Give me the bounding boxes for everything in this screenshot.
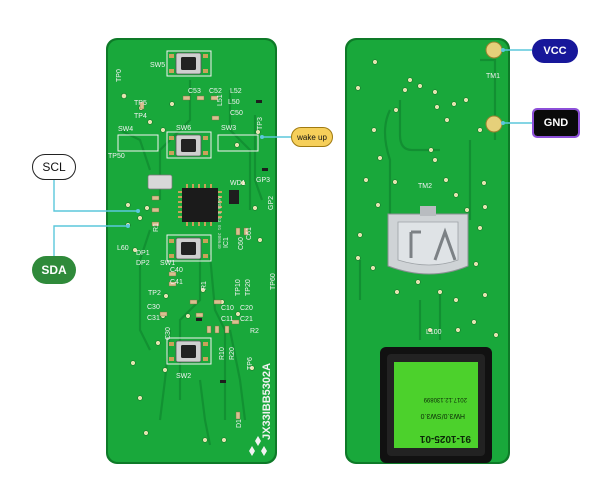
scl-callout: SCL bbox=[32, 154, 76, 180]
back-silk-tm2: TM2 bbox=[418, 183, 432, 190]
front-silk-gp3: GP3 bbox=[256, 177, 270, 184]
front-silk-c31: C31 bbox=[147, 315, 160, 322]
front-silk-sw4: SW4 bbox=[118, 126, 133, 133]
front-board: SW5 SW4 SW6 SW3 SW1 SW2 TP5 TP4 TP50 TP2… bbox=[106, 38, 277, 464]
battery-holder bbox=[387, 206, 469, 275]
gnd-callout: GND bbox=[532, 108, 580, 138]
front-silk-tp10: TP10 bbox=[235, 279, 242, 296]
front-silk-c30-side: C30 bbox=[165, 327, 172, 340]
front-silk-c41: C41 bbox=[170, 279, 183, 286]
front-silk-r2: R2 bbox=[250, 328, 259, 335]
leader-lines bbox=[53, 49, 534, 256]
front-silk-wd1: WD1 bbox=[230, 180, 246, 187]
scl-leader bbox=[53, 180, 138, 212]
ic-marking: AAVG5 S 43 01 200640 bbox=[216, 196, 221, 249]
front-silk-r10: R10 bbox=[219, 347, 226, 360]
front-silk-sw1: SW1 bbox=[160, 260, 175, 267]
front-silk-c10: C10 bbox=[221, 305, 234, 312]
front-silk-c20: C20 bbox=[240, 305, 253, 312]
front-silk-tp50: TP50 bbox=[108, 153, 125, 160]
transponder-module: 91-1025-01 HW3.0/SW3.0 2017.12.130899 bbox=[380, 347, 492, 463]
front-silk-c53: C53 bbox=[188, 88, 201, 95]
front-silk-r1-left: R1 bbox=[153, 223, 160, 232]
front-silk-tp20: TP20 bbox=[245, 279, 252, 296]
front-silk-c30: C30 bbox=[147, 304, 160, 311]
front-silk-ic1: IC1 bbox=[223, 237, 230, 248]
front-silk-tp2: TP2 bbox=[148, 290, 161, 297]
front-silk-gp2: GP2 bbox=[268, 196, 275, 210]
board-id: JX33IBB5302A bbox=[261, 363, 273, 440]
manufacturer-logo bbox=[249, 436, 267, 456]
front-silk-l52: L52 bbox=[230, 88, 242, 95]
front-silk-tp0: TP0 bbox=[116, 69, 123, 82]
front-silk-tp60: TP60 bbox=[270, 273, 277, 290]
module-label-part: 91-1025-01 bbox=[419, 433, 471, 444]
module-label-version: HW3.0/SW3.0 bbox=[421, 412, 465, 419]
sda-leader bbox=[53, 225, 128, 256]
module-label-date: 2017.12.130899 bbox=[423, 396, 467, 402]
front-silk-c21: C21 bbox=[240, 316, 253, 323]
front-silk-l51: L51 bbox=[217, 94, 224, 106]
front-silk-dp1: DP1 bbox=[136, 250, 150, 257]
front-silk-sw6: SW6 bbox=[176, 125, 191, 132]
front-silk-sw5: SW5 bbox=[150, 62, 165, 69]
wake-up-callout: wake up bbox=[291, 127, 333, 147]
front-silk-r1: R1 bbox=[201, 281, 208, 290]
front-silk-sw3: SW3 bbox=[221, 125, 236, 132]
front-silk-sw2: SW2 bbox=[176, 373, 191, 380]
sda-callout: SDA bbox=[32, 256, 76, 284]
front-silk-tp5: TP5 bbox=[134, 100, 147, 107]
front-silk-tp3: TP3 bbox=[257, 117, 264, 130]
front-silk-tp6: TP6 bbox=[247, 357, 254, 370]
front-silk-r20: R20 bbox=[229, 347, 236, 360]
front-silk-c52: C52 bbox=[209, 88, 222, 95]
front-silk-l50: L50 bbox=[228, 99, 240, 106]
front-silk-c60: C60 bbox=[238, 237, 245, 250]
front-silk-c50: C50 bbox=[230, 110, 243, 117]
front-silk-dp2: DP2 bbox=[136, 260, 150, 267]
front-silk-tp4: TP4 bbox=[134, 113, 147, 120]
front-silk-c11: C11 bbox=[221, 316, 233, 323]
back-board: TM1 TM2 L100 91-1025-01 HW3.0/SW3.0 2017… bbox=[345, 38, 510, 464]
vcc-callout: VCC bbox=[532, 39, 578, 63]
back-silk-tm1: TM1 bbox=[486, 73, 500, 80]
front-silk-d1: D1 bbox=[236, 419, 243, 428]
front-silk-l60: L60 bbox=[117, 245, 129, 252]
front-silk-c61: C61 bbox=[246, 227, 253, 240]
back-silk-l100: L100 bbox=[426, 329, 442, 336]
front-silk-c40: C40 bbox=[170, 267, 183, 274]
